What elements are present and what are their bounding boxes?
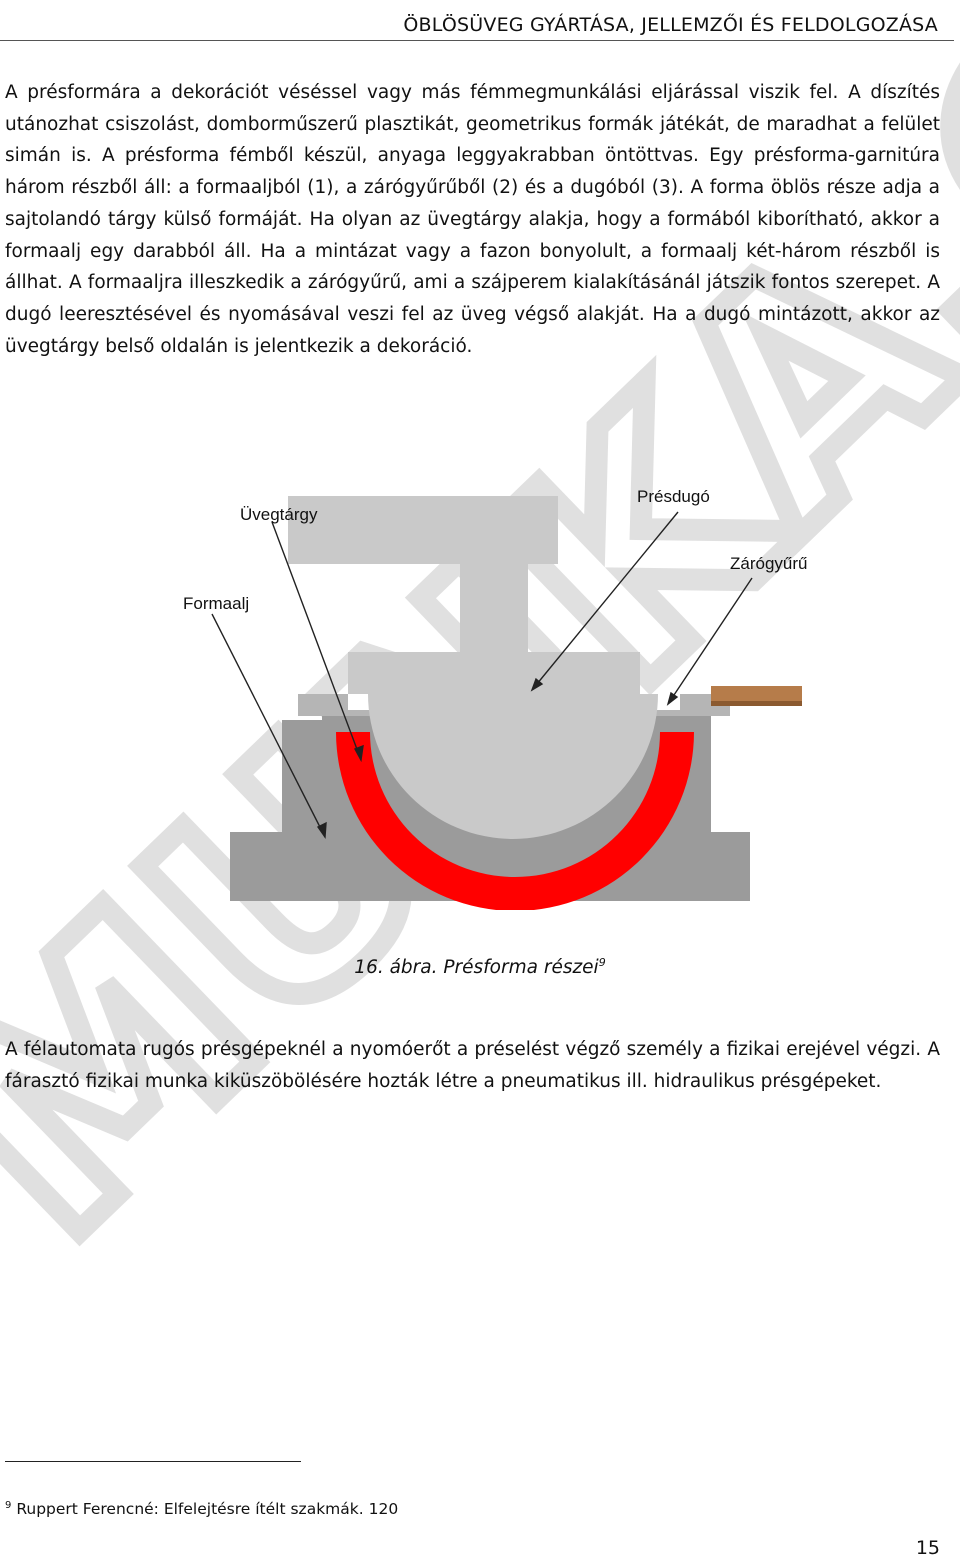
press-mold-diagram: Üvegtárgy Présdugó Zárógyűrű Formaalj [183, 487, 807, 910]
paragraph-1: A présformára a dekorációt véséssel vagy… [5, 82, 940, 357]
arrowhead-uvegtargy [353, 744, 364, 763]
plunger-body [348, 652, 640, 694]
footnote-ref: 9 [5, 1500, 12, 1511]
figure-caption: 16. ábra. Présforma részei9 [0, 956, 960, 978]
arrowhead-presdugo [530, 677, 544, 692]
arrowhead-formaalj [316, 821, 327, 840]
footnote: 9 Ruppert Ferencné: Elfelejtésre ítélt s… [5, 1500, 398, 1518]
label-presdugo: Présdugó [637, 487, 710, 506]
leader-line-formaalj [211, 613, 326, 838]
caption-text: 16. ábra. Présforma részei [354, 957, 599, 979]
caption-footnote-ref: 9 [598, 956, 606, 969]
leader-line-zarogyuru [667, 577, 753, 705]
glass-object [336, 732, 694, 910]
mold-handle-shade [711, 701, 802, 706]
label-zarogyuru: Zárógyűrű [730, 554, 807, 573]
arrowhead-zarogyuru [666, 691, 679, 706]
footnote-rule [5, 1461, 301, 1462]
paragraph-2: A félautomata rugós présgépeknél a nyomó… [5, 1039, 940, 1092]
label-uvegtargy: Üvegtárgy [240, 505, 318, 524]
page-number: 15 [915, 1537, 940, 1559]
footnote-text: Ruppert Ferencné: Elfelejtésre ítélt sza… [16, 1500, 399, 1519]
leader-line-uvegtargy [271, 521, 362, 761]
header-rule [0, 40, 954, 41]
label-formaalj: Formaalj [183, 594, 249, 613]
leader-line-presdugo [531, 511, 679, 691]
running-header: ÖBLÖSÜVEG GYÁRTÁSA, JELLEMZŐI ÉS FELDOLG… [403, 14, 938, 36]
